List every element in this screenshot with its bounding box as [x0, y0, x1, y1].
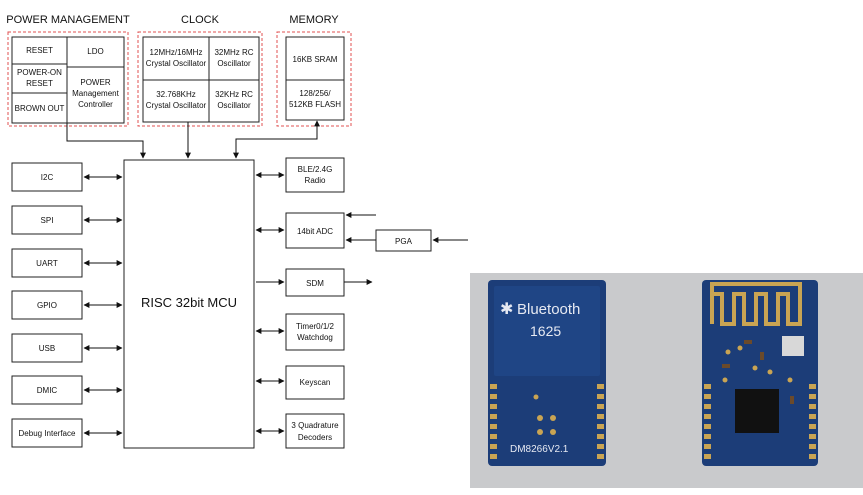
spi-block: SPI: [11, 205, 83, 235]
crystal-component: [782, 336, 804, 356]
clock-group: [137, 31, 263, 127]
left-peripherals: I2C SPI UART GPIO USB DMIC Debug Interface: [11, 162, 123, 448]
svg-text:Crystal Oscillator: Crystal Oscillator: [146, 101, 207, 110]
svg-text:Decoders: Decoders: [298, 433, 332, 442]
module-photo: ✱ Bluetooth 1625 DM8266V2.1: [470, 273, 863, 488]
uart-block: UART: [11, 248, 83, 278]
svg-text:14bit ADC: 14bit ADC: [297, 227, 333, 236]
adc-block: 14bit ADC: [285, 212, 345, 249]
svg-text:Crystal Oscillator: Crystal Oscillator: [146, 59, 207, 68]
smd-components: [722, 340, 794, 404]
power-to-mcu-connector: [66, 123, 146, 159]
svg-text:Oscillator: Oscillator: [217, 59, 251, 68]
svg-text:BLE/2.4G: BLE/2.4G: [298, 165, 333, 174]
module-front: ✱ Bluetooth 1625 DM8266V2.1: [488, 280, 606, 466]
svg-text:RESET: RESET: [26, 79, 53, 88]
keyscan-block: Keyscan: [285, 365, 345, 400]
svg-text:GPIO: GPIO: [37, 301, 57, 310]
svg-text:32KHz RC: 32KHz RC: [215, 90, 253, 99]
i2c-block: I2C: [11, 162, 83, 192]
crystal-oscillator-32768khz-block: 32.768KHz Crystal Oscillator: [142, 79, 210, 123]
svg-text:128/256/: 128/256/: [299, 89, 331, 98]
gpio-block: GPIO: [11, 290, 83, 320]
svg-text:Timer0/1/2: Timer0/1/2: [296, 322, 334, 331]
module-front-pads: [490, 384, 604, 459]
svg-text:PGA: PGA: [395, 237, 413, 246]
debug-interface-block: Debug Interface: [11, 418, 83, 448]
svg-text:Controller: Controller: [78, 100, 113, 109]
svg-text:32MHz RC: 32MHz RC: [214, 48, 253, 57]
sdm-block: SDM: [285, 268, 345, 297]
svg-text:I2C: I2C: [41, 173, 54, 182]
svg-text:RESET: RESET: [26, 46, 53, 55]
svg-text:DMIC: DMIC: [37, 386, 58, 395]
svg-text:POWER: POWER: [80, 78, 110, 87]
svg-text:16KB SRAM: 16KB SRAM: [293, 55, 338, 64]
svg-text:BROWN OUT: BROWN OUT: [15, 104, 65, 113]
svg-text:SDM: SDM: [306, 279, 324, 288]
pcb-antenna: [710, 282, 802, 326]
section-title-power-management: POWER MANAGEMENT: [6, 14, 130, 26]
svg-text:LDO: LDO: [87, 47, 103, 56]
module-back-pads: [704, 345, 816, 459]
sram-block: 16KB SRAM: [285, 36, 345, 81]
power-management-group: [7, 31, 129, 127]
bluetooth-icon: ✱: [500, 301, 513, 318]
svg-text:RISC 32bit MCU: RISC 32bit MCU: [141, 295, 237, 310]
module-model-label: DM8266V2.1: [510, 444, 569, 455]
power-management-controller-block: POWER Management Controller: [66, 66, 125, 124]
dmic-block: DMIC: [11, 375, 83, 405]
svg-text:3 Quadrature: 3 Quadrature: [291, 421, 339, 430]
brown-out-block: BROWN OUT: [11, 92, 68, 124]
timer-watchdog-block: Timer0/1/2 Watchdog: [285, 313, 345, 351]
svg-text:USB: USB: [39, 344, 55, 353]
chip-component: [735, 389, 779, 433]
svg-text:Management: Management: [72, 89, 119, 98]
svg-text:Oscillator: Oscillator: [217, 101, 251, 110]
crystal-oscillator-12-16mhz-block: 12MHz/16MHz Crystal Oscillator: [142, 36, 210, 81]
quadrature-decoders-block: 3 Quadrature Decoders: [285, 413, 345, 449]
module-back: [702, 280, 818, 466]
svg-text:SPI: SPI: [41, 216, 54, 225]
svg-text:Radio: Radio: [305, 176, 326, 185]
ble-radio-block: BLE/2.4G Radio: [285, 157, 345, 193]
svg-text:POWER-ON: POWER-ON: [17, 68, 62, 77]
rc-oscillator-32khz-block: 32KHz RC Oscillator: [208, 79, 260, 123]
section-title-memory: MEMORY: [289, 14, 339, 26]
reset-block: RESET: [11, 36, 68, 65]
rc-oscillator-32mhz-block: 32MHz RC Oscillator: [208, 36, 260, 81]
svg-text:512KB FLASH: 512KB FLASH: [289, 100, 341, 109]
usb-block: USB: [11, 333, 83, 363]
mcu-block: RISC 32bit MCU: [123, 159, 255, 449]
memory-to-mcu-connector: [233, 120, 320, 159]
svg-text:UART: UART: [36, 259, 58, 268]
section-title-clock: CLOCK: [181, 14, 220, 26]
module-code-label: 1625: [530, 323, 561, 339]
pga-block: PGA: [375, 229, 432, 252]
flash-block: 128/256/ 512KB FLASH: [285, 79, 345, 121]
ldo-block: LDO: [66, 36, 125, 68]
svg-text:Debug Interface: Debug Interface: [19, 429, 76, 438]
svg-text:32.768KHz: 32.768KHz: [156, 90, 196, 99]
svg-text:12MHz/16MHz: 12MHz/16MHz: [150, 48, 203, 57]
svg-text:Keyscan: Keyscan: [300, 378, 331, 387]
power-on-reset-block: POWER-ON RESET: [11, 63, 68, 94]
svg-text:Watchdog: Watchdog: [297, 333, 333, 342]
module-bluetooth-label: Bluetooth: [517, 301, 580, 318]
